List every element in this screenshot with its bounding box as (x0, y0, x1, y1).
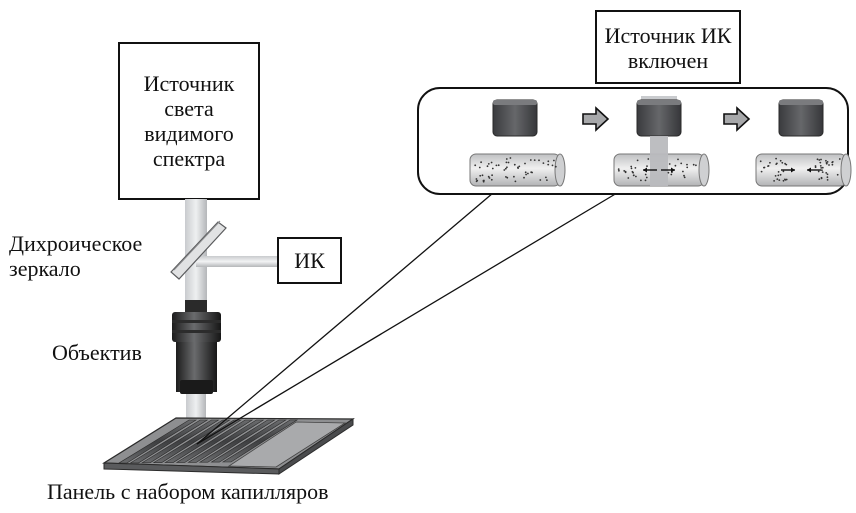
ir-heating-beam (650, 136, 668, 186)
capillary-tube (152, 419, 231, 463)
particle-flow-arrowhead (807, 167, 811, 173)
stage-arrows (582, 106, 751, 132)
inset-stage-1 (469, 99, 566, 187)
capillary-tube (187, 419, 265, 463)
ir-source-on-label: Источник ИК включен (604, 23, 732, 73)
inset-stage-3 (755, 99, 852, 187)
capillary-tube (210, 419, 287, 463)
particles (759, 157, 841, 182)
capillary-end (698, 153, 710, 187)
capillary-panel-label: Панель с набором капилляров (47, 479, 329, 504)
dichroic-mirror-edge (173, 220, 221, 271)
capillary-tube (164, 419, 242, 463)
stage-transition-arrow (723, 106, 751, 132)
ir-source-block (636, 99, 682, 137)
particles (474, 157, 557, 183)
particle-flow-arrowhead (643, 167, 647, 173)
ir-source-on-box (595, 10, 741, 84)
capillary-tube (141, 419, 220, 464)
objective-label: Объектив (52, 340, 142, 365)
ir-source-cap (493, 100, 537, 105)
capillary-tube (221, 419, 299, 463)
capillary-tube (175, 419, 254, 463)
capillary-end (840, 153, 852, 187)
particle-flow-arrowhead (671, 167, 675, 173)
visible-light-source-label: Источник света видимого спектра (143, 71, 235, 171)
visible-light-source-box (118, 42, 260, 200)
callout-line-right (196, 192, 618, 445)
ir-source-block (778, 99, 824, 137)
capillary-tube (198, 419, 276, 463)
particles (617, 158, 697, 182)
dichroic-mirror (170, 221, 227, 280)
ir-source-block (492, 99, 538, 137)
capillary-set (117, 419, 299, 464)
inset-stages (469, 96, 852, 187)
ir-source-top (641, 96, 677, 102)
stage-transition-arrow (582, 106, 610, 132)
inset-stage-2 (613, 96, 710, 187)
dichroic-mirror-label: Дихроическое зеркало (9, 231, 143, 281)
capillary-tube (129, 419, 209, 464)
ir-beam (196, 256, 278, 267)
ir-label: ИК (294, 248, 325, 273)
capillary-end (554, 153, 566, 187)
ir-source-cap (637, 100, 681, 105)
capillary-tube (117, 419, 198, 464)
particle-flow-arrowhead (791, 167, 795, 173)
ir-source-cap (779, 100, 823, 105)
ir-box (277, 237, 342, 284)
sample-capillary (755, 153, 847, 187)
objective-lens (172, 300, 221, 394)
callout-line-left (196, 192, 494, 445)
